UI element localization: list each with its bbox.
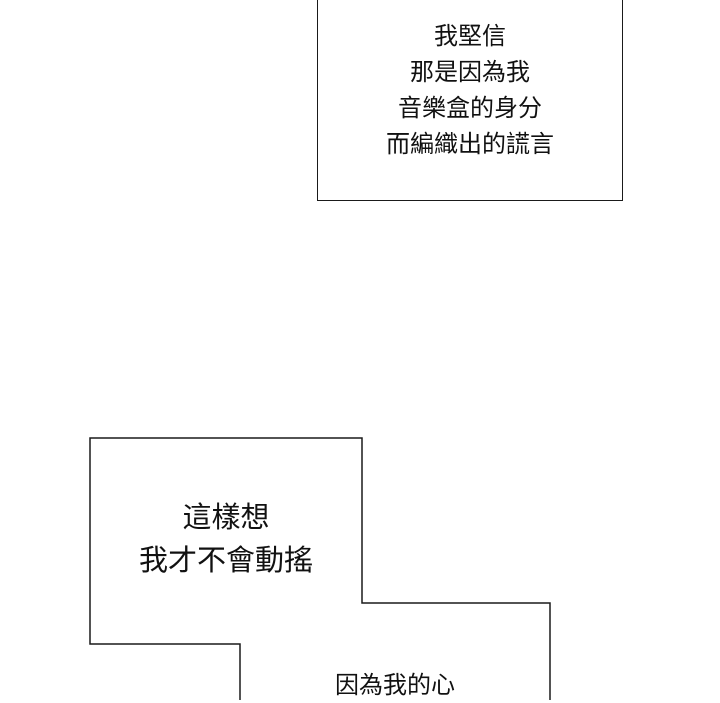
- caption-line: 我才不會動搖: [138, 543, 313, 577]
- caption-line: 這樣想: [182, 500, 270, 534]
- caption-line: 那是因為我: [410, 58, 530, 86]
- caption-line: 音樂盒的身分: [398, 94, 542, 122]
- caption-line: 因為我的心: [335, 671, 455, 699]
- caption-box-top: [317, 0, 623, 201]
- caption-text-middle: 這樣想 我才不會動搖: [90, 496, 362, 582]
- caption-text-bottom: 因為我的心: [240, 667, 550, 703]
- caption-line: 我堅信: [434, 22, 506, 50]
- caption-line: 而編織出的謊言: [386, 130, 554, 158]
- caption-text-top: 我堅信 那是因為我 音樂盒的身分 而編織出的謊言: [317, 18, 623, 162]
